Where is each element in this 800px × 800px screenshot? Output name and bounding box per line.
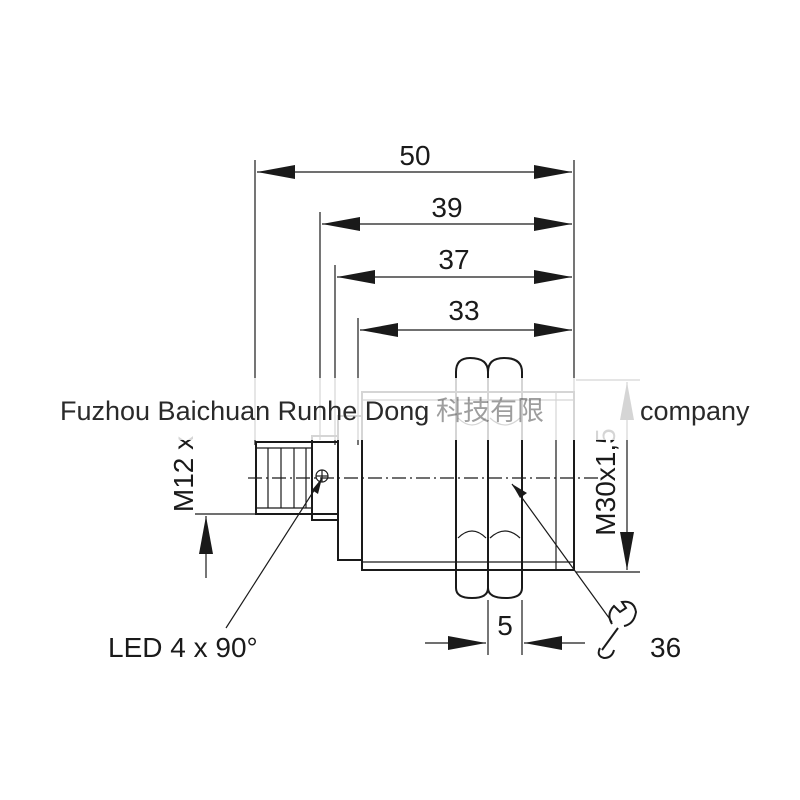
dim-label-5: 5 <box>497 610 513 641</box>
wrench-icon <box>597 600 638 660</box>
dimension-line-33 <box>360 323 572 337</box>
wrench-leader-arrow <box>512 484 527 498</box>
dimension-line-50 <box>257 165 572 179</box>
dimension-line-5 <box>425 600 585 655</box>
dim-label-33: 33 <box>448 295 479 326</box>
dim-label-37: 37 <box>438 244 469 275</box>
watermark-band <box>55 378 755 440</box>
m12-dimension <box>195 513 270 578</box>
led-indicator <box>315 469 329 483</box>
connector-thread-label: M12 x <box>168 436 199 512</box>
wrench-size-label: 36 <box>650 632 681 663</box>
led-leader-line <box>225 477 323 629</box>
watermark-chinese: 科技有限 <box>436 396 544 426</box>
body-thread-label: M30x1,5 <box>590 428 621 535</box>
watermark-text: Fuzhou Baichuan Runhe Dong <box>60 396 429 426</box>
dim-label-39: 39 <box>431 192 462 223</box>
led-label: LED 4 x 90° <box>108 632 258 663</box>
watermark-company: company <box>640 396 750 426</box>
dimension-line-37 <box>337 270 572 284</box>
dim-label-50: 50 <box>399 140 430 171</box>
led-leader-arrow <box>312 478 322 494</box>
wrench-leader-line <box>511 483 613 623</box>
dimension-line-39 <box>322 217 572 231</box>
